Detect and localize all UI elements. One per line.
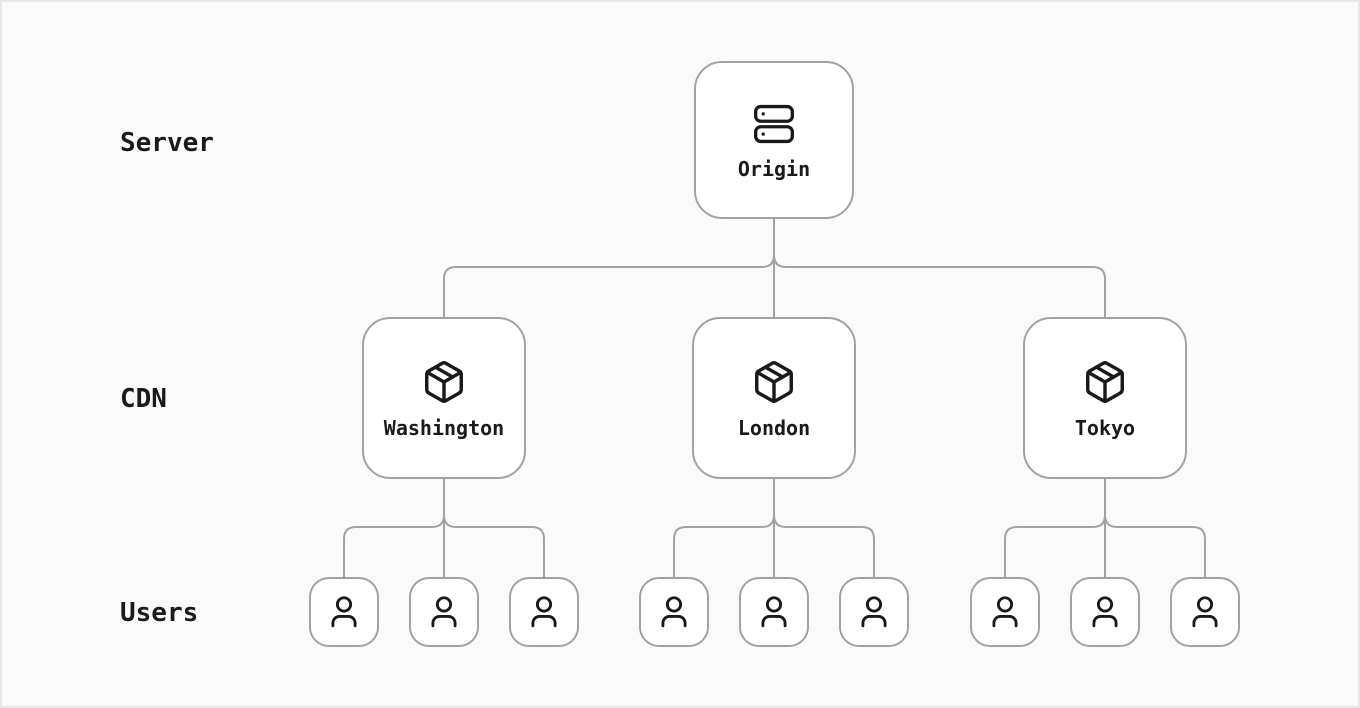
connector-washington-user1 — [343, 479, 445, 577]
node-user-washington-1 — [309, 577, 379, 647]
row-label-users: Users — [120, 598, 199, 628]
connector-london-user3 — [773, 479, 875, 577]
connector-london-user1 — [673, 479, 775, 577]
node-user-tokyo-2 — [1070, 577, 1140, 647]
node-cdn-washington: Washington — [362, 317, 526, 479]
server-icon — [754, 104, 794, 143]
user-icon — [531, 596, 557, 628]
connector-origin-tokyo — [773, 219, 1106, 317]
node-label-london: London — [737, 415, 811, 440]
user-icon — [761, 596, 787, 628]
user-icon — [992, 596, 1018, 628]
node-label-washington: Washington — [383, 415, 505, 440]
connector-washington-user3 — [443, 479, 545, 577]
node-user-london-1 — [639, 577, 709, 647]
connector-tokyo-user1 — [1004, 479, 1106, 577]
node-cdn-london: London — [692, 317, 856, 479]
package-icon — [425, 360, 463, 403]
package-icon — [755, 360, 793, 403]
package-icon — [1086, 360, 1124, 403]
user-icon — [331, 596, 357, 628]
node-user-london-2 — [739, 577, 809, 647]
node-label-origin: Origin — [737, 156, 811, 181]
user-icon — [1192, 596, 1218, 628]
node-cdn-tokyo: Tokyo — [1023, 317, 1187, 479]
user-icon — [431, 596, 457, 628]
node-label-tokyo: Tokyo — [1074, 415, 1136, 440]
node-user-washington-3 — [509, 577, 579, 647]
connector-tokyo-user3 — [1104, 479, 1206, 577]
row-label-server: Server — [120, 128, 214, 158]
node-user-washington-2 — [409, 577, 479, 647]
row-label-cdn: CDN — [120, 384, 167, 414]
connector-origin-washington — [443, 219, 775, 317]
node-user-london-3 — [839, 577, 909, 647]
node-user-tokyo-3 — [1170, 577, 1240, 647]
node-user-tokyo-1 — [970, 577, 1040, 647]
user-icon — [1092, 596, 1118, 628]
node-origin: Origin — [694, 61, 854, 219]
user-icon — [661, 596, 687, 628]
user-icon — [861, 596, 887, 628]
